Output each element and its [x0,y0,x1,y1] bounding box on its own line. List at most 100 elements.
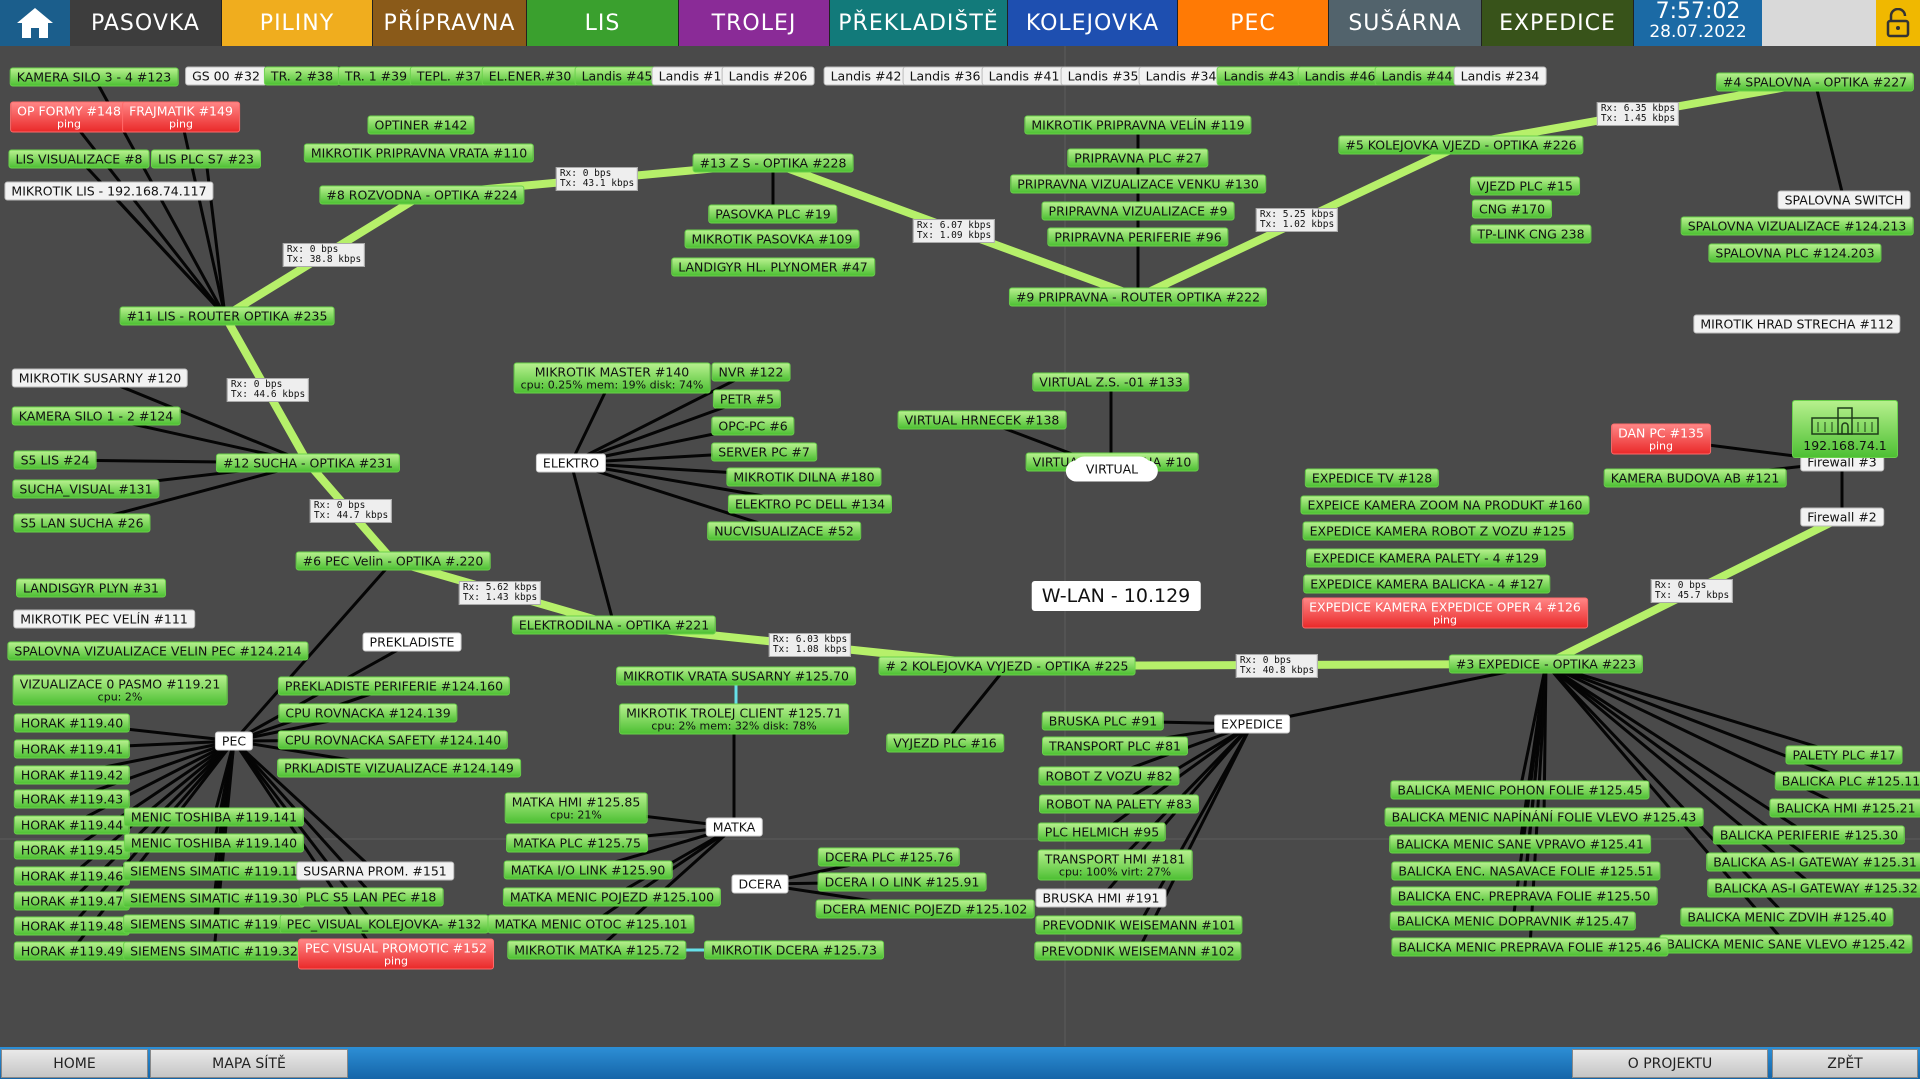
network-device[interactable]: KAMERA SILO 1 - 2 #124 [11,406,181,426]
network-device[interactable]: #6 PEC Velin - OPTIKA #.220 [295,551,491,571]
network-hub[interactable]: DCERA [731,874,789,894]
network-device[interactable]: ROBOT Z VOZU #82 [1038,766,1180,786]
network-device[interactable]: VJEZD PLC #15 [1470,176,1580,196]
network-device[interactable]: PASOVKA PLC #19 [708,204,838,224]
network-device[interactable]: MENIC TOSHIBA #119.140 [123,833,305,853]
network-device[interactable]: S5 LIS #24 [13,450,97,470]
network-device[interactable]: LIS PLC S7 #23 [150,149,262,169]
network-device[interactable]: HORAK #119.48 [13,916,131,936]
tab-piliny[interactable]: PILINY [222,0,373,46]
virtual-cloud[interactable]: VIRTUAL [1071,456,1153,482]
tab-překladiště[interactable]: PŘEKLADIŠTĚ [830,0,1008,46]
network-device[interactable]: PREVODNIK WEISEMANN #101 [1035,915,1243,935]
network-device[interactable]: TRANSPORT PLC #81 [1042,736,1188,756]
tab-přípravna[interactable]: PŘÍPRAVNA [373,0,527,46]
network-hub[interactable]: ELEKTRO [535,453,607,473]
network-device[interactable]: #12 SUCHA - OPTIKA #231 [215,453,401,473]
network-device[interactable]: MIKROTIK VRATA SUSARNY #125.70 [616,666,856,686]
network-device[interactable]: SIEMENS SIMATIC #119.31 [123,914,305,934]
network-device[interactable]: DCERA PLC #125.76 [817,847,961,867]
network-device[interactable]: SPALOVNA VIZUALIZACE #124.213 [1680,216,1914,236]
network-device[interactable]: LANDISGYR PLYN #31 [16,578,166,598]
network-device[interactable]: Landis #34 [1138,66,1224,86]
network-device[interactable]: PRKLADISTE VIZUALIZACE #124.149 [277,758,521,778]
network-device[interactable]: BALICKA AS-I GATEWAY #125.32 [1707,878,1920,898]
network-device[interactable]: #9 PRIPRAVNA - ROUTER OPTIKA #222 [1008,287,1268,307]
network-device[interactable]: OPC-PC #6 [711,416,795,436]
network-hub[interactable]: PREKLADISTE [362,632,462,652]
back-button[interactable]: ZPĚT [1772,1049,1918,1078]
network-device[interactable]: MATKA I/O LINK #125.90 [503,860,673,880]
network-device[interactable]: #5 KOLEJOVKA VJEZD - OPTIKA #226 [1338,135,1584,155]
network-device[interactable]: MIKROTIK PRIPRAVNA VRATA #110 [303,143,535,163]
tab-lis[interactable]: LIS [527,0,679,46]
network-device[interactable]: HORAK #119.46 [13,866,131,886]
network-device[interactable]: PALETY PLC #17 [1785,745,1903,765]
network-device[interactable]: EXPEDICE KAMERA BALICKA - 4 #127 [1303,574,1551,594]
network-device[interactable]: Landis #41 [981,66,1067,86]
home-icon[interactable] [0,0,70,46]
network-device[interactable]: LANDIGYR HL. PLYNOMER #47 [671,257,875,277]
network-device[interactable]: NVR #122 [711,362,791,382]
network-device[interactable]: VYJEZD PLC #16 [886,733,1004,753]
network-device[interactable]: EXPEDICE KAMERA ROBOT Z VOZU #125 [1302,521,1574,541]
network-device[interactable]: KAMERA BUDOVA AB #121 [1603,468,1787,488]
network-device[interactable]: S5 LAN SUCHA #26 [13,513,151,533]
network-device[interactable]: BALICKA MENIC NAPÍNÁNÍ FOLIE VLEVO #125.… [1384,807,1704,827]
network-device[interactable]: BALICKA PERIFERIE #125.30 [1712,825,1906,845]
network-device[interactable]: # 2 KOLEJOVKA VYJEZD - OPTIKA #225 [878,656,1136,676]
network-device[interactable]: PLC S5 LAN PEC #18 [298,887,444,907]
network-device[interactable]: PLC HELMICH #95 [1037,822,1167,842]
home-button[interactable]: HOME [1,1049,148,1078]
user-field[interactable] [1762,0,1876,46]
network-device[interactable]: #11 LIS - ROUTER OPTIKA #235 [119,306,335,326]
network-device[interactable]: OPTINER #142 [367,115,475,135]
network-device[interactable]: PRIPRAVNA VIZUALIZACE #9 [1041,201,1235,221]
network-device[interactable]: BALICKA MENIC DOPRAVNIK #125.47 [1389,911,1637,931]
network-device[interactable]: DCERA MENIC POJEZD #125.102 [815,899,1035,919]
network-device[interactable]: BRUSKA HMI #191 [1035,888,1167,908]
network-device[interactable]: HORAK #119.41 [13,739,131,759]
network-device[interactable]: MIKROTIK PASOVKA #109 [684,229,860,249]
network-device[interactable]: BALICKA MENIC SANE VLEVO #125.42 [1659,934,1913,954]
network-device[interactable]: TEPL. #37 [409,66,489,86]
network-device[interactable]: BALICKA MENIC POHON FOLIE #125.45 [1390,780,1650,800]
tab-pec[interactable]: PEC [1178,0,1329,46]
network-device[interactable]: ELEKTRO PC DELL #134 [727,494,893,514]
network-device[interactable]: BALICKA MENIC ZDVIH #125.40 [1680,907,1894,927]
network-device[interactable]: #4 SPALOVNA - OPTIKA #227 [1715,72,1915,92]
network-device[interactable]: MATKA MENIC POJEZD #125.100 [502,887,722,907]
network-device[interactable]: ELEKTRODILNA - OPTIKA #221 [511,615,717,635]
network-device[interactable]: #13 Z S - OPTIKA #228 [692,153,854,173]
tab-pasovka[interactable]: PASOVKA [70,0,222,46]
network-device[interactable]: BALICKA HMI #125.21 [1769,798,1920,818]
network-device[interactable]: MIROTIK HRAD STRECHA #112 [1693,314,1901,334]
network-device[interactable]: SIEMENS SIMATIC #119.32 [123,941,305,961]
network-device[interactable]: PRIPRAVNA PERIFERIE #96 [1047,227,1229,247]
network-device[interactable]: SERVER PC #7 [711,442,817,462]
network-device[interactable]: Landis #206 [721,66,815,86]
network-device[interactable]: MIKROTIK LIS - 192.168.74.117 [4,181,214,201]
network-device[interactable]: MENIC TOSHIBA #119.141 [123,807,305,827]
network-device[interactable]: HORAK #119.44 [13,815,131,835]
network-device[interactable]: PREVODNIK WEISEMANN #102 [1034,941,1242,961]
network-device[interactable]: EXPEICE KAMERA ZOOM NA PRODUKT #160 [1300,495,1590,515]
network-device[interactable]: DCERA I O LINK #125.91 [817,872,987,892]
network-hub[interactable]: MATKA [705,817,763,837]
network-device[interactable]: Landis #234 [1453,66,1547,86]
network-device[interactable]: VIRTUAL Z.S. -01 #133 [1032,372,1190,392]
network-device[interactable]: MIKROTIK DILNA #180 [726,467,882,487]
network-device[interactable]: Landis #150 [651,66,745,86]
network-device[interactable]: Landis #46 [1297,66,1383,86]
network-device[interactable]: CNG #170 [1471,199,1553,219]
network-device[interactable]: KAMERA SILO 3 - 4 #123 [9,67,179,87]
network-device[interactable]: PRIPRAVNA PLC #27 [1067,148,1209,168]
network-device[interactable]: BALICKA ENC. PREPRAVA FOLIE #125.50 [1390,886,1658,906]
network-device[interactable]: #3 EXPEDICE - OPTIKA #223 [1448,654,1644,674]
network-device[interactable]: CPU ROVNACKA #124.139 [278,703,458,723]
